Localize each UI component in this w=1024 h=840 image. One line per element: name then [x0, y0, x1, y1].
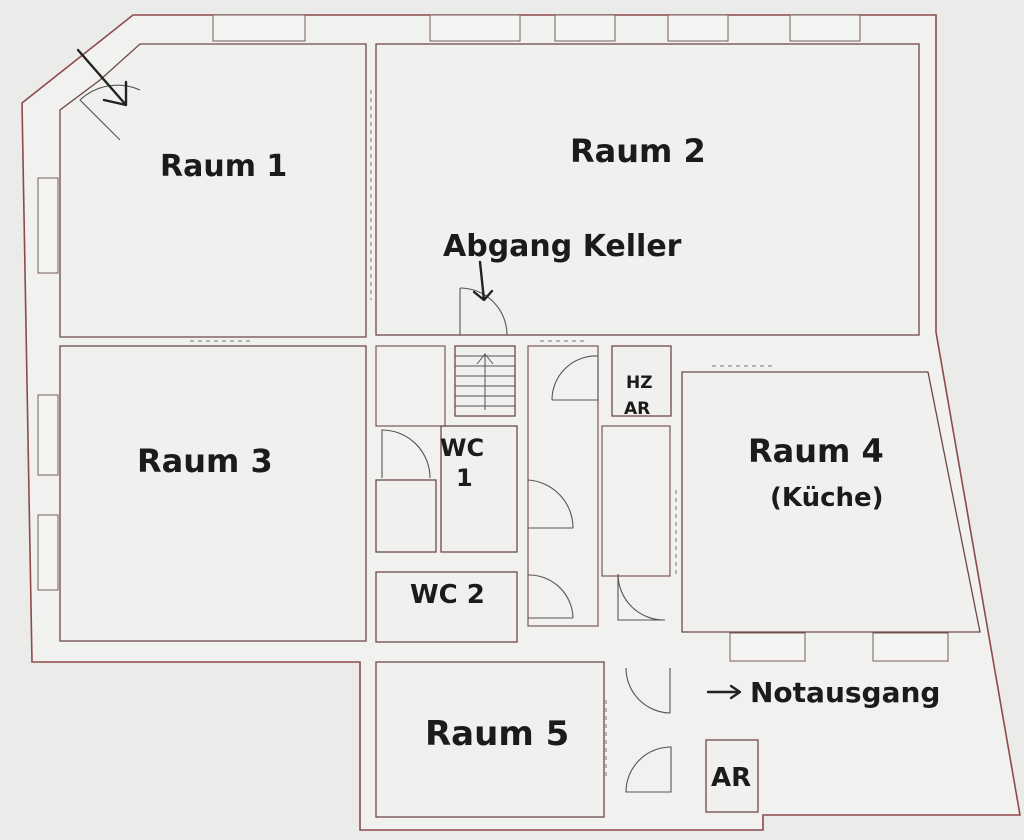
label-raum3: Raum 3 [137, 442, 273, 480]
hall-block [375, 345, 446, 427]
room-hz-ar [611, 345, 672, 417]
room-raum2 [375, 43, 920, 336]
window-top-3 [554, 14, 616, 42]
window-top-4 [667, 14, 729, 42]
corridor-right [601, 425, 671, 577]
label-raum1: Raum 1 [160, 149, 287, 184]
room-raum4 [681, 371, 981, 633]
stair-treads [455, 353, 515, 410]
door-ar [625, 746, 672, 793]
label-raum2: Raum 2 [570, 132, 706, 170]
door-stairs [459, 287, 508, 336]
room-raum1 [59, 43, 367, 338]
notausgang-arrow-icon [706, 684, 742, 700]
window-top-1 [212, 14, 306, 42]
door-exit [625, 667, 671, 714]
label-wc1-a: WC [440, 434, 484, 462]
door-corridor [551, 355, 599, 401]
keller-arrow-icon [472, 260, 494, 302]
door-raum4 [617, 573, 666, 621]
label-hz: HZ [626, 373, 653, 393]
window-top-5 [789, 14, 861, 42]
room-raum5 [375, 661, 605, 818]
window-left-2 [37, 394, 59, 476]
room-wc1 [440, 425, 518, 553]
label-raum5: Raum 5 [425, 714, 569, 754]
room-raum3 [59, 345, 367, 642]
label-ar: AR [711, 763, 751, 793]
label-wc1-b: 1 [456, 464, 473, 492]
window-kitchen-1 [729, 632, 806, 662]
label-wc2: WC 2 [410, 580, 485, 610]
window-kitchen-2 [872, 632, 949, 662]
label-notausgang: Notausgang [750, 676, 940, 709]
door-entrance [79, 84, 141, 141]
door-wc1-cabin [381, 429, 431, 479]
room-wc1-cabin [375, 479, 437, 553]
window-left-3 [37, 514, 59, 591]
wall-openings [190, 90, 772, 780]
label-hz-ar: AR [624, 399, 650, 419]
door-wc2 [527, 574, 574, 619]
window-top-2 [429, 14, 521, 42]
label-raum4: Raum 4 [748, 432, 884, 470]
door-wc1 [527, 479, 574, 529]
corridor-center [527, 345, 599, 627]
label-abgang-keller: Abgang Keller [443, 229, 682, 264]
window-left-1 [37, 177, 59, 274]
door-swings [79, 84, 672, 793]
entrance-arrow-icon [76, 48, 128, 107]
room-ar [705, 739, 759, 813]
room-wc2 [375, 571, 518, 643]
label-kueche: (Küche) [770, 483, 884, 513]
